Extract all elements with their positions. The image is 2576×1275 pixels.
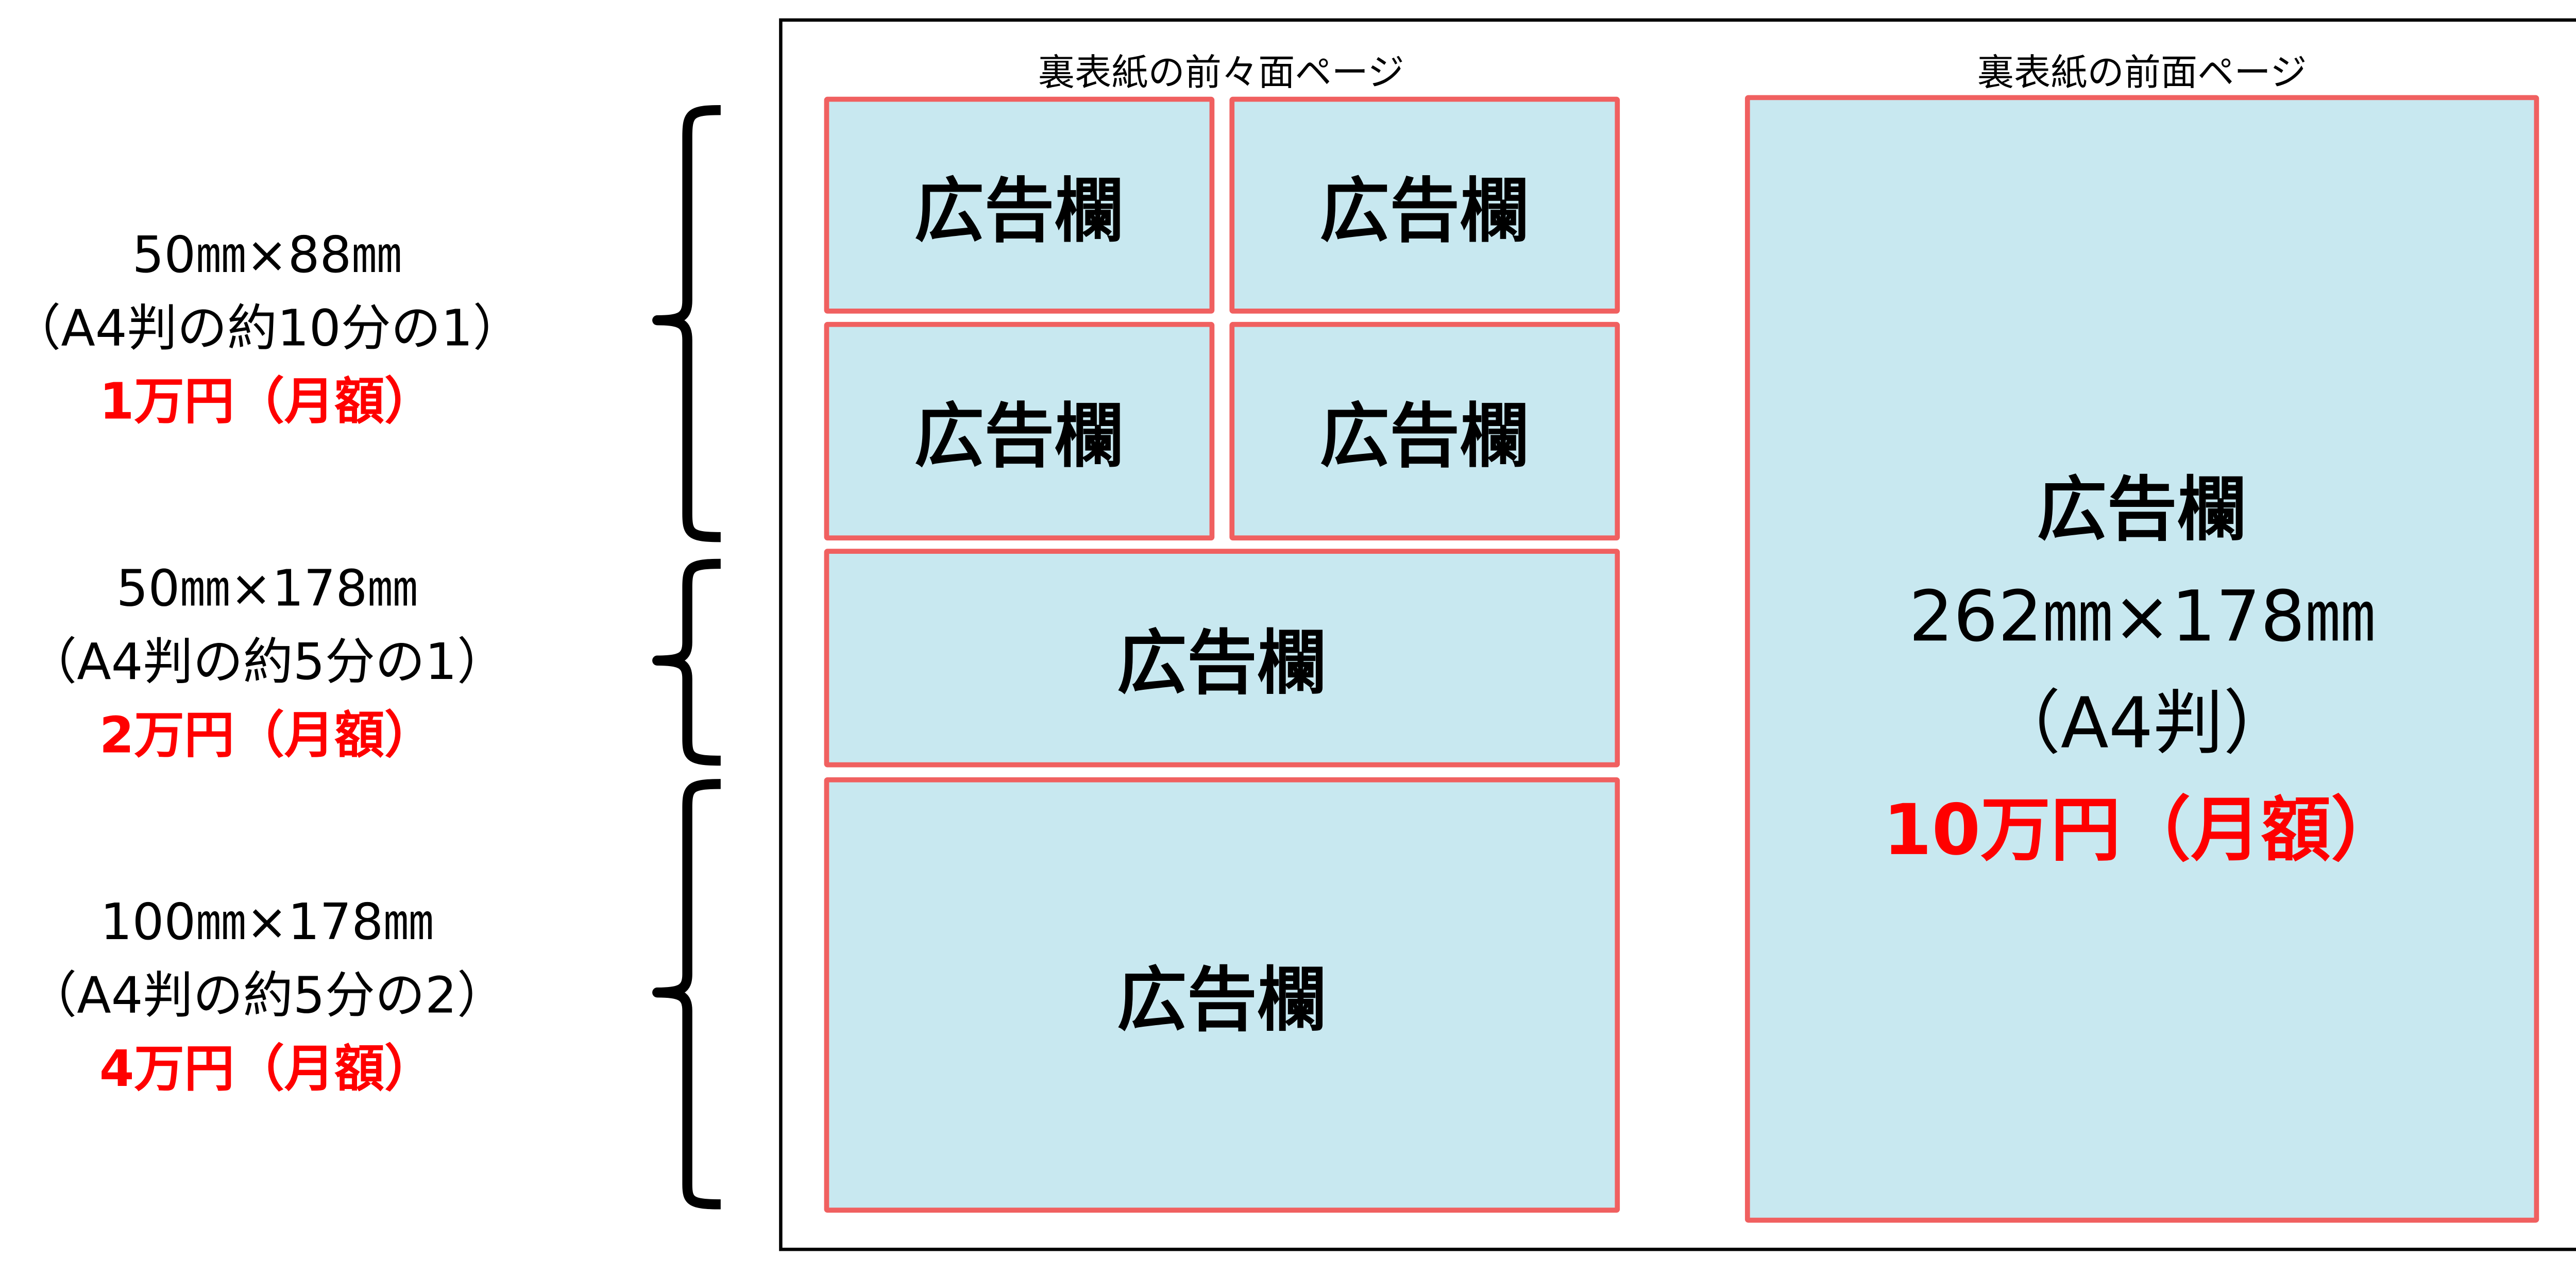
full-page-label: 広告欄 <box>2037 468 2247 551</box>
ad-slot-small: 広告欄 <box>824 321 1215 541</box>
full-page-price: 10万円（月額） <box>1883 789 2401 871</box>
group-large-info: 100㎜×178㎜ （A4判の約5分の2） 4万円（月額） <box>0 888 534 1108</box>
group-small-info: 50㎜×88㎜ （A4判の約10分の1） 1万円（月額） <box>0 220 534 440</box>
booklet-frame <box>779 18 2576 1251</box>
full-page-size: 262㎜×178㎜ <box>1909 575 2376 657</box>
group-size: 50㎜×178㎜ <box>116 560 418 619</box>
group-price: 4万円（月額） <box>99 1041 435 1099</box>
group-price: 1万円（月額） <box>99 373 435 432</box>
group-ratio: （A4判の約5分の1） <box>27 634 507 692</box>
page-label-right: 裏表紙の前面ページ <box>1977 53 2307 95</box>
ad-slot-small: 広告欄 <box>824 96 1215 314</box>
ad-slot-medium: 広告欄 <box>824 549 1620 768</box>
ad-slot-label: 広告欄 <box>914 395 1125 478</box>
ad-slot-small: 広告欄 <box>1229 96 1620 314</box>
ad-slot-label: 広告欄 <box>914 169 1125 251</box>
group-size: 100㎜×178㎜ <box>100 894 434 953</box>
group-ratio: （A4判の約5分の2） <box>27 967 507 1026</box>
ad-slot-label: 広告欄 <box>1319 395 1530 478</box>
group-ratio: （A4判の約10分の1） <box>11 300 523 359</box>
ad-slot-label: 広告欄 <box>1116 959 1327 1041</box>
group-size: 50㎜×88㎜ <box>132 227 402 285</box>
ad-slot-label: 広告欄 <box>1319 169 1530 251</box>
group-medium-info: 50㎜×178㎜ （A4判の約5分の1） 2万円（月額） <box>0 554 534 774</box>
ad-slot-small: 広告欄 <box>1229 321 1620 541</box>
page-label-left: 裏表紙の前々面ページ <box>1038 53 1404 95</box>
full-page-ratio: （A4判） <box>1990 682 2294 764</box>
ad-slot-label: 広告欄 <box>1116 622 1327 704</box>
brace-icons <box>652 105 721 1210</box>
brace-icon <box>652 105 721 542</box>
ad-slot-full-page: 広告欄 262㎜×178㎜ （A4判） 10万円（月額） <box>1744 95 2539 1223</box>
ad-slot-large: 広告欄 <box>824 777 1620 1213</box>
group-price: 2万円（月額） <box>99 707 435 766</box>
brace-icon <box>652 779 721 1210</box>
brace-icon <box>652 558 721 766</box>
